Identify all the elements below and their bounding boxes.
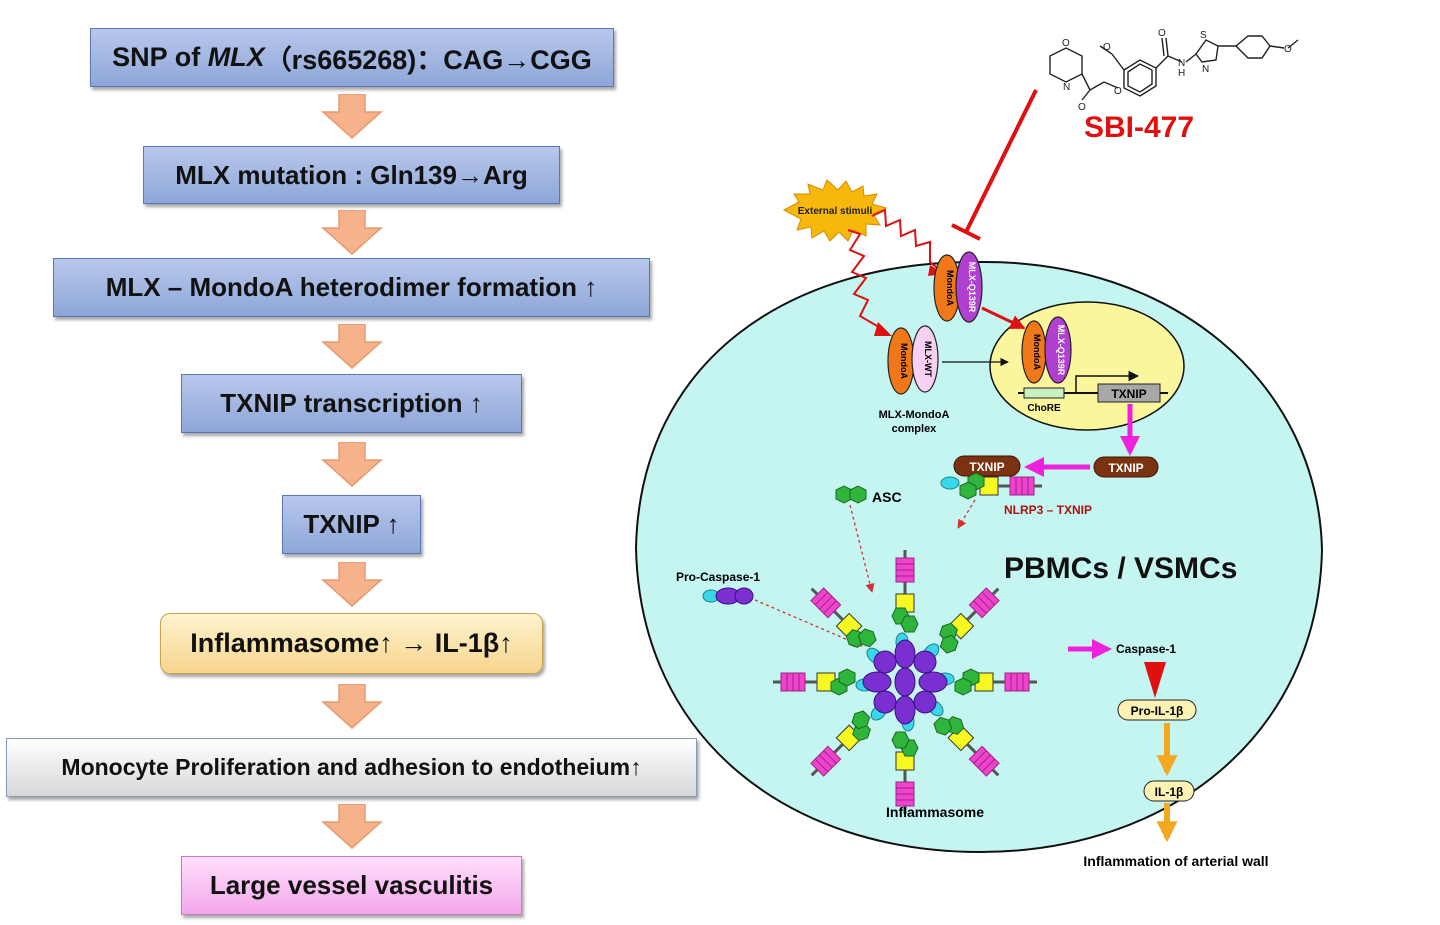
flow-step-mutation: MLX mutation : Gln139→Arg bbox=[143, 146, 560, 204]
il1b-box bbox=[1143, 780, 1195, 802]
pro-caspase-label: Pro-Caspase-1 bbox=[676, 570, 760, 584]
txnip-protein-label: TXNIP bbox=[1108, 461, 1143, 475]
complex-mutant-nucleus: MondoA MLX-Q139R bbox=[1021, 316, 1072, 384]
asc-label: ASC bbox=[872, 489, 902, 505]
flow-arrow-5 bbox=[321, 562, 383, 608]
pro-il1b-box bbox=[1117, 699, 1197, 721]
flow-step-txnip: TXNIP ↑ bbox=[282, 495, 421, 554]
inhibition-bar bbox=[951, 223, 981, 241]
flow-step-snp-suffix: （rs665268)：CAG→CGG bbox=[264, 45, 592, 75]
cell-types-label: PBMCs / VSMCs bbox=[1004, 552, 1237, 585]
atom-o3: O bbox=[1114, 86, 1122, 97]
inhibition-line bbox=[964, 89, 1038, 233]
txnip-bound-label: TXNIP bbox=[969, 460, 1004, 474]
complex-mutant-cytoplasm: MondoA MLX-Q139R bbox=[933, 251, 983, 323]
flow-step-heterodimer: MLX – MondoA heterodimer formation ↑ bbox=[53, 258, 650, 317]
flow-arrow-1 bbox=[321, 94, 383, 140]
txnip-gene-label: TXNIP bbox=[1111, 387, 1146, 401]
stimuli-zigzag-lower bbox=[847, 229, 885, 331]
pro-il1b-label: Pro-IL-1β bbox=[1131, 704, 1184, 718]
asc-molecule bbox=[835, 485, 867, 504]
atom-o2: O bbox=[1078, 102, 1086, 113]
chore-label: ChoRE bbox=[1027, 403, 1061, 414]
flow-step-transcription: TXNIP transcription ↑ bbox=[181, 374, 522, 433]
complex-label-line1: MLX-MondoA bbox=[879, 409, 950, 421]
pro-caspase-molecule bbox=[702, 587, 754, 605]
flow-step-snp-gene: MLX bbox=[207, 42, 265, 72]
flow-step-monocyte: Monocyte Proliferation and adhesion to e… bbox=[6, 738, 697, 797]
atom-o5: O bbox=[1158, 28, 1166, 39]
flow-step-snp: SNP of MLX （rs665268)：CAG→CGG bbox=[90, 28, 614, 87]
inflammasome-complex bbox=[771, 548, 1039, 816]
flow-arrow-6 bbox=[321, 684, 383, 730]
mondoa-label-nucleus: MondoA bbox=[1032, 334, 1042, 370]
atom-o1: O bbox=[1062, 38, 1070, 49]
flow-step-lvv: Large vessel vasculitis bbox=[181, 856, 522, 915]
flow-arrow-7 bbox=[321, 804, 383, 850]
mondoa-label-wt: MondoA bbox=[899, 343, 909, 379]
atom-o4: O bbox=[1103, 42, 1111, 53]
flow-arrow-4 bbox=[321, 442, 383, 488]
transcription-start-arrow bbox=[1075, 370, 1140, 393]
caspase1-label: Caspase-1 bbox=[1116, 642, 1176, 656]
complex-label-line2: complex bbox=[892, 423, 938, 435]
arrow-asc bbox=[849, 504, 875, 593]
outcome-label: Inflammation of arterial wall bbox=[1083, 853, 1268, 869]
atom-h: H bbox=[1178, 68, 1185, 79]
atom-n2: N bbox=[1178, 58, 1185, 69]
arrow-to-nucleus-red bbox=[981, 306, 1026, 330]
flow-arrow-3 bbox=[321, 324, 383, 370]
mondoa-label-upper: MondoA bbox=[945, 270, 955, 306]
stimuli-zigzag-upper bbox=[871, 208, 943, 273]
inflammasome-label: Inflammasome bbox=[886, 804, 984, 820]
drug-name-label: SBI-477 bbox=[1084, 111, 1194, 144]
nucleus bbox=[989, 301, 1185, 431]
flow-arrow-2 bbox=[321, 210, 383, 256]
chore-element bbox=[1023, 387, 1065, 399]
atom-o6: O bbox=[1284, 44, 1292, 55]
external-stimuli-label: External stimuli bbox=[798, 206, 873, 217]
flow-step-snp-prefix: SNP of bbox=[112, 42, 208, 72]
sbi-477-structure bbox=[1049, 35, 1299, 101]
mlx-q139r-label-nucleus: MLX-Q139R bbox=[1056, 325, 1066, 376]
atom-n1: N bbox=[1063, 82, 1070, 93]
mlx-q139r-label-upper: MLX-Q139R bbox=[967, 262, 977, 313]
mlx-wt-label: MLX-WT bbox=[923, 341, 933, 377]
external-stimuli-burst bbox=[782, 179, 888, 242]
nlrp3-txnip-label: NLRP3 – TXNIP bbox=[1004, 503, 1092, 517]
complex-wildtype: MondoA MLX-WT bbox=[887, 325, 939, 395]
txnip-protein bbox=[1093, 456, 1159, 478]
txnip-bound bbox=[953, 455, 1021, 477]
txnip-gene-box bbox=[1097, 383, 1161, 403]
il1b-label: IL-1β bbox=[1155, 785, 1184, 799]
sbi-477-atoms: O N O O O O H N S N O bbox=[1062, 28, 1292, 113]
caspase-cleavage-arrow bbox=[1144, 662, 1166, 698]
flow-step-inflammasome: Inflammasome↑ → IL-1β↑ bbox=[160, 613, 543, 674]
atom-s: S bbox=[1200, 30, 1207, 41]
atom-n3: N bbox=[1202, 64, 1209, 75]
arrow-pro-caspase bbox=[754, 599, 863, 647]
